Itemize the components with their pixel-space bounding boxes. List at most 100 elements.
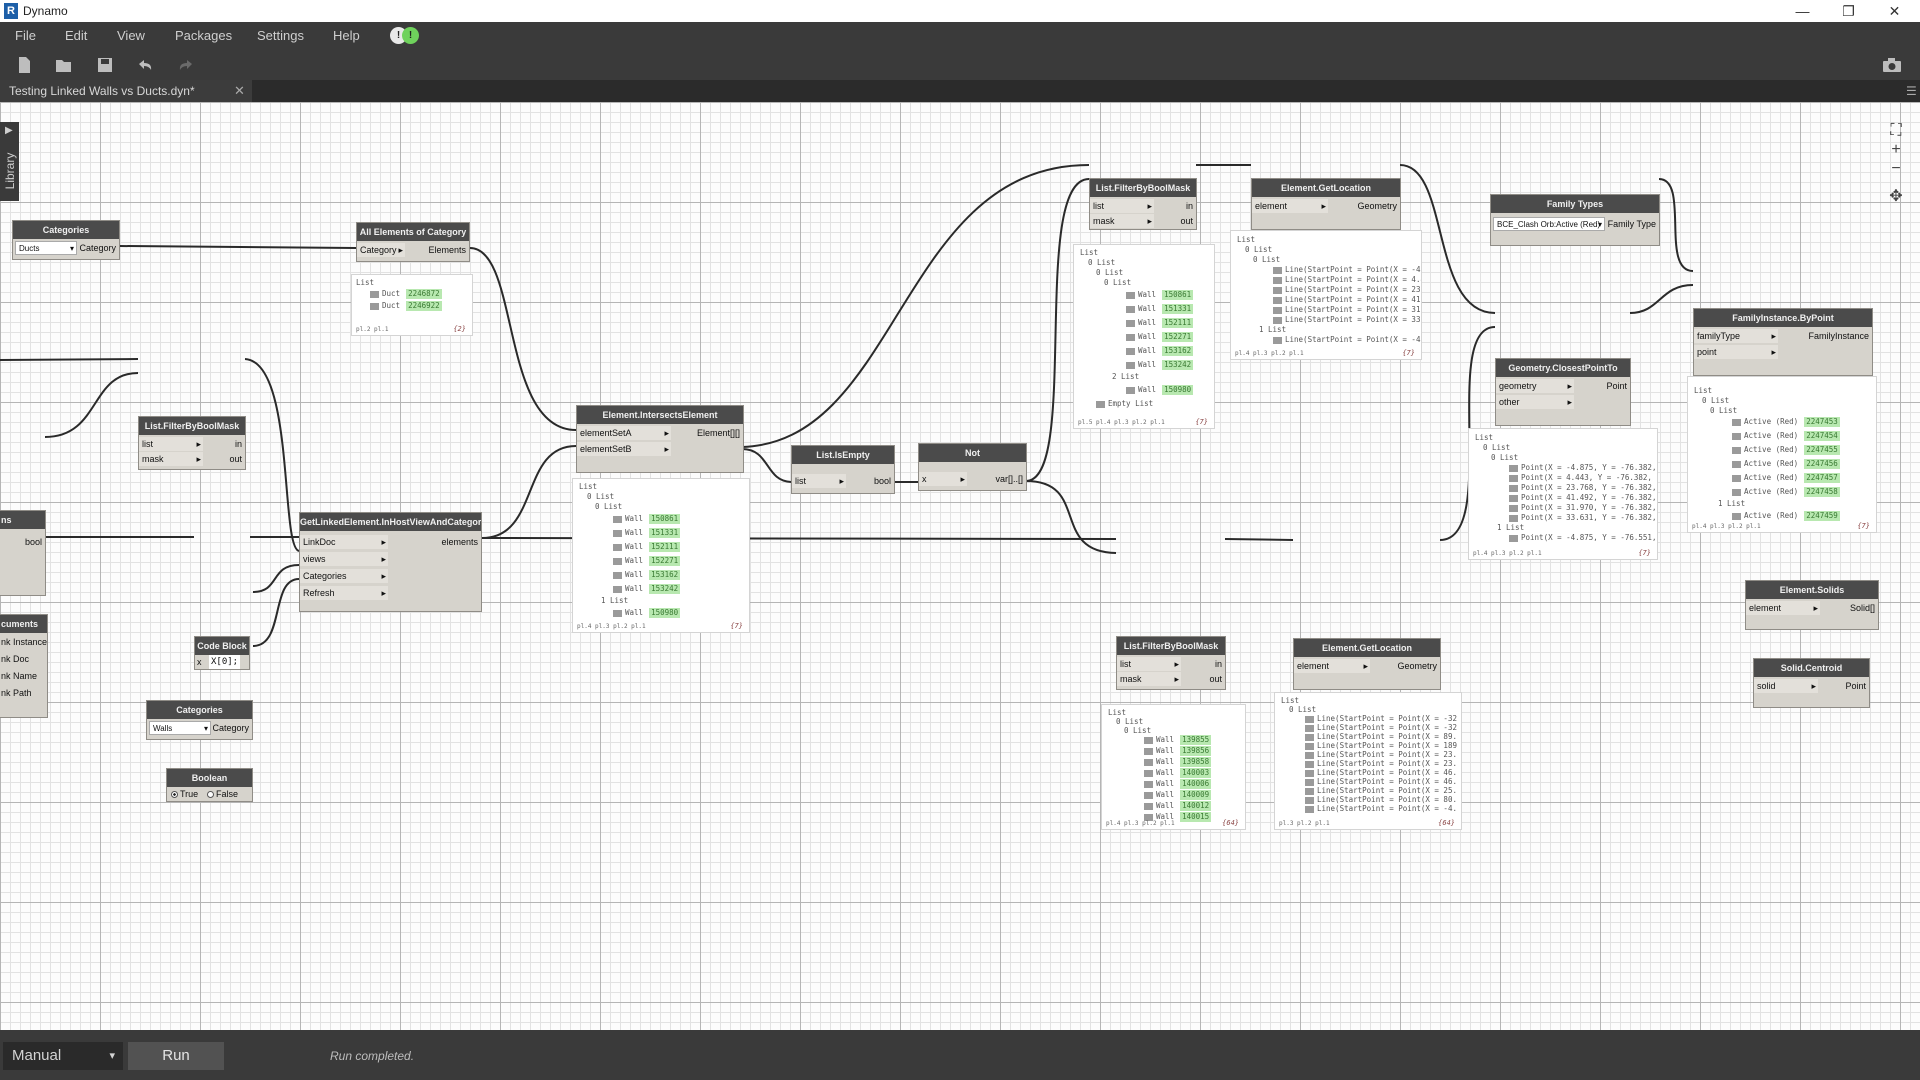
node-filter-by-bool-mask-top[interactable]: List.FilterByBoolMask list mask in out xyxy=(1089,178,1197,230)
output-port-link-name[interactable]: nk Name xyxy=(1,671,38,681)
menu-file[interactable]: File xyxy=(15,28,36,43)
output-port-category[interactable]: Category xyxy=(212,723,249,733)
input-port-list[interactable]: list xyxy=(139,437,203,451)
menu-view[interactable]: View xyxy=(117,28,145,43)
node-partial-boolean-source[interactable]: ns bool xyxy=(0,510,46,596)
node-filter-by-bool-mask-left[interactable]: List.FilterByBoolMask list mask in out xyxy=(138,416,246,470)
output-port-solid-array[interactable]: Solid[] xyxy=(1849,603,1875,613)
redo-icon[interactable] xyxy=(175,55,197,75)
code-editor[interactable]: X[0]; xyxy=(209,655,241,669)
node-categories-ducts[interactable]: Categories Ducts Category xyxy=(12,220,120,260)
input-port-point[interactable]: point xyxy=(1694,345,1778,359)
tab-testing-linked-walls[interactable]: Testing Linked Walls vs Ducts.dyn* ✕ xyxy=(0,80,252,102)
input-port-mask[interactable]: mask xyxy=(1090,214,1154,228)
input-port-x[interactable]: x xyxy=(919,472,967,486)
zoom-out-icon[interactable]: − xyxy=(1891,160,1901,177)
family-type-dropdown[interactable]: BCE_Clash Orb:Active (Red) xyxy=(1493,217,1605,231)
output-port-out[interactable]: out xyxy=(1209,674,1222,684)
input-port-refresh[interactable]: Refresh xyxy=(300,586,388,600)
input-port-linkdoc[interactable]: LinkDoc xyxy=(300,535,388,549)
input-port-family-type[interactable]: familyType xyxy=(1694,329,1778,343)
output-port-element-array[interactable]: Element[][] xyxy=(696,428,740,438)
run-button[interactable]: Run xyxy=(128,1042,224,1070)
node-list-is-empty[interactable]: List.IsEmpty list bool xyxy=(791,445,895,494)
node-categories-walls[interactable]: Categories Walls Category xyxy=(146,700,253,740)
node-boolean[interactable]: Boolean True False xyxy=(166,768,253,802)
node-family-instance-by-point[interactable]: FamilyInstance.ByPoint familyType point … xyxy=(1693,308,1873,376)
undo-icon[interactable] xyxy=(134,55,156,75)
input-port-mask[interactable]: mask xyxy=(139,452,203,466)
radio-true[interactable]: True xyxy=(171,787,198,801)
node-element-intersects-element[interactable]: Element.IntersectsElement elementSetA el… xyxy=(576,405,744,473)
input-port-list[interactable]: list xyxy=(792,474,846,488)
radio-false[interactable]: False xyxy=(207,787,238,801)
output-port-in[interactable]: in xyxy=(1185,201,1193,211)
category-dropdown[interactable]: Ducts xyxy=(15,241,77,255)
node-geometry-closest-point-to[interactable]: Geometry.ClosestPointTo geometry other P… xyxy=(1495,358,1631,426)
input-port-mask[interactable]: mask xyxy=(1117,672,1181,686)
minimize-button[interactable]: — xyxy=(1795,3,1810,19)
node-partial-documents[interactable]: cuments nk Instance nk Doc nk Name nk Pa… xyxy=(0,614,48,718)
input-port-solid[interactable]: solid xyxy=(1754,679,1818,693)
output-port-family-instance[interactable]: FamilyInstance xyxy=(1808,331,1869,341)
output-port-point[interactable]: Point xyxy=(1606,381,1627,391)
node-code-block[interactable]: Code Block x X[0]; xyxy=(194,636,250,670)
workspace-canvas[interactable]: ▶ Library ⛶ + − ✥ Categories Ducts Categ… xyxy=(0,102,1920,1030)
input-port-list[interactable]: list xyxy=(1117,657,1181,671)
close-button[interactable]: ✕ xyxy=(1888,3,1901,19)
node-element-get-location-top[interactable]: Element.GetLocation element Geometry xyxy=(1251,178,1401,230)
output-port-geometry[interactable]: Geometry xyxy=(1397,661,1437,671)
output-port-out[interactable]: out xyxy=(229,454,242,464)
input-port-categories[interactable]: Categories xyxy=(300,569,388,583)
node-get-linked-element[interactable]: GetLinkedElement.InHostViewAndCategory L… xyxy=(299,512,482,612)
menu-help[interactable]: Help xyxy=(333,28,360,43)
output-port-bool[interactable]: bool xyxy=(24,537,42,547)
run-mode-dropdown[interactable]: Manual xyxy=(3,1042,123,1070)
input-port-element[interactable]: element xyxy=(1746,601,1820,615)
output-port-geometry[interactable]: Geometry xyxy=(1357,201,1397,211)
save-icon[interactable] xyxy=(94,55,116,75)
tab-close-icon[interactable]: ✕ xyxy=(234,83,245,98)
output-port-in[interactable]: in xyxy=(1214,659,1222,669)
output-port-elements[interactable]: elements xyxy=(441,537,478,547)
output-port-link-doc[interactable]: nk Doc xyxy=(1,654,30,664)
zoom-fit-icon[interactable]: ⛶ xyxy=(1890,122,1902,139)
menu-edit[interactable]: Edit xyxy=(65,28,88,43)
output-port-category[interactable]: Category xyxy=(79,243,116,253)
camera-icon[interactable] xyxy=(1881,55,1903,75)
input-port-list[interactable]: list xyxy=(1090,199,1154,213)
open-file-icon[interactable] xyxy=(52,55,74,75)
output-port-bool[interactable]: bool xyxy=(873,476,891,486)
output-port-link-instance[interactable]: nk Instance xyxy=(1,637,48,647)
node-all-elements-of-category[interactable]: All Elements of Category Category Elemen… xyxy=(356,222,470,262)
output-port-family-type[interactable]: Family Type xyxy=(1607,219,1656,229)
zoom-in-icon[interactable]: + xyxy=(1891,141,1901,158)
new-file-icon[interactable] xyxy=(13,55,35,75)
pan-icon[interactable]: ✥ xyxy=(1889,188,1903,205)
input-port-element[interactable]: element xyxy=(1252,199,1328,213)
notification-badge[interactable]: ! ! xyxy=(390,27,420,44)
output-port-out[interactable]: out xyxy=(1180,216,1193,226)
category-dropdown[interactable]: Walls xyxy=(149,721,211,735)
output-port-link-path[interactable]: nk Path xyxy=(1,688,32,698)
menu-settings[interactable]: Settings xyxy=(257,28,304,43)
input-port-elementsetb[interactable]: elementSetB xyxy=(577,442,671,456)
node-element-get-location-bottom[interactable]: Element.GetLocation element Geometry xyxy=(1293,638,1441,690)
input-port-other[interactable]: other xyxy=(1496,395,1574,409)
input-port-elementseta[interactable]: elementSetA xyxy=(577,426,671,440)
node-not[interactable]: Not x var[]..[] xyxy=(918,443,1027,491)
node-element-solids[interactable]: Element.Solids element Solid[] xyxy=(1745,580,1879,630)
node-filter-by-bool-mask-bottom[interactable]: List.FilterByBoolMask list mask in out xyxy=(1116,636,1226,690)
input-port-element[interactable]: element xyxy=(1294,659,1370,673)
menu-packages[interactable]: Packages xyxy=(175,28,233,43)
node-family-types[interactable]: Family Types BCE_Clash Orb:Active (Red) … xyxy=(1490,194,1660,246)
output-port-var[interactable]: var[]..[] xyxy=(995,474,1023,484)
output-port-point[interactable]: Point xyxy=(1845,681,1866,691)
maximize-button[interactable]: ❐ xyxy=(1842,3,1855,19)
output-port-in[interactable]: in xyxy=(234,439,242,449)
output-port-elements[interactable]: Elements xyxy=(428,245,466,255)
input-port-geometry[interactable]: geometry xyxy=(1496,379,1574,393)
library-panel-toggle[interactable]: ▶ Library xyxy=(0,122,19,201)
input-port-views[interactable]: views xyxy=(300,552,388,566)
input-port-category[interactable]: Category xyxy=(357,243,405,257)
